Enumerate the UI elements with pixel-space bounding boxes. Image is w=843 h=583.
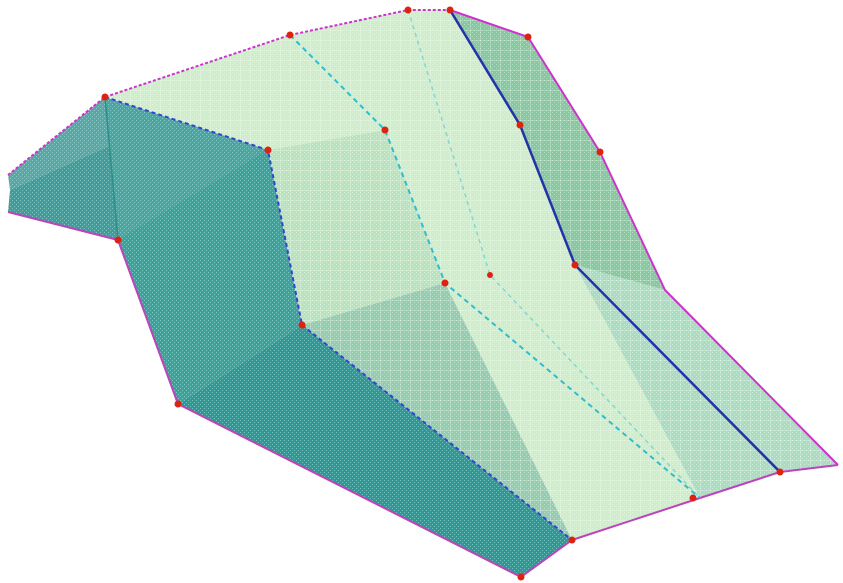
vertex — [286, 31, 294, 39]
vertex — [568, 536, 576, 544]
vertex — [596, 148, 604, 156]
edge-front-crease — [104, 96, 573, 541]
vertex — [101, 93, 109, 101]
edge-center-dashed-2 — [407, 9, 701, 499]
vertices — [101, 6, 784, 581]
vertex — [571, 261, 579, 269]
edge-outer-bottom — [7, 211, 839, 578]
vertex — [776, 468, 784, 476]
vertex — [381, 126, 389, 134]
edges — [7, 9, 839, 578]
vertex — [487, 272, 493, 278]
vertex — [298, 321, 306, 329]
vertex — [114, 236, 122, 244]
vertex — [524, 33, 532, 41]
edge-center-dashed — [289, 34, 701, 499]
vertex — [174, 400, 182, 408]
vertex — [689, 494, 697, 502]
vertex — [446, 6, 454, 14]
vertex — [516, 121, 524, 129]
vertex — [404, 6, 412, 14]
vertex — [441, 279, 449, 287]
edge-outer-top-left — [7, 9, 450, 176]
vertex — [517, 573, 525, 581]
vertex — [264, 146, 272, 154]
edge-left-wing-fold — [104, 96, 119, 241]
edge-right-crease — [448, 9, 781, 473]
dither-texture — [8, 10, 838, 577]
